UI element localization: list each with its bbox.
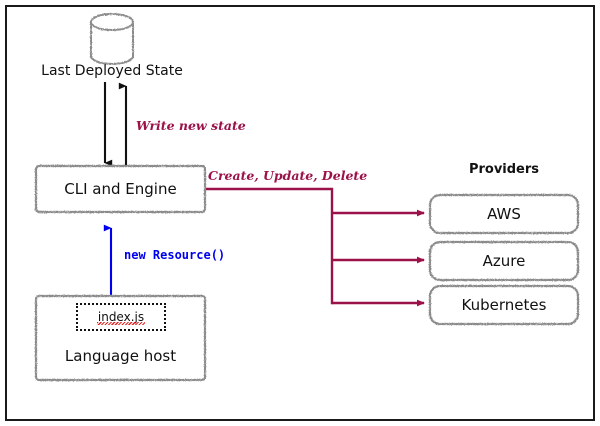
- database-cylinder-icon: [90, 13, 134, 65]
- provider-box-shape-kubernetes: [428, 284, 580, 326]
- edge-label-new-resource: new Resource(): [124, 248, 226, 262]
- provider-box-shape-azure: [428, 240, 580, 282]
- index-js-box: [76, 303, 166, 331]
- provider-box-shape-aws: [428, 193, 580, 235]
- cli-engine-box-shape: [34, 164, 207, 214]
- edge-label-create-update-delete: Create, Update, Delete: [208, 168, 368, 183]
- edge-label-write-new-state: Write new state: [136, 118, 246, 133]
- edge-cli-to-providers: [203, 187, 425, 307]
